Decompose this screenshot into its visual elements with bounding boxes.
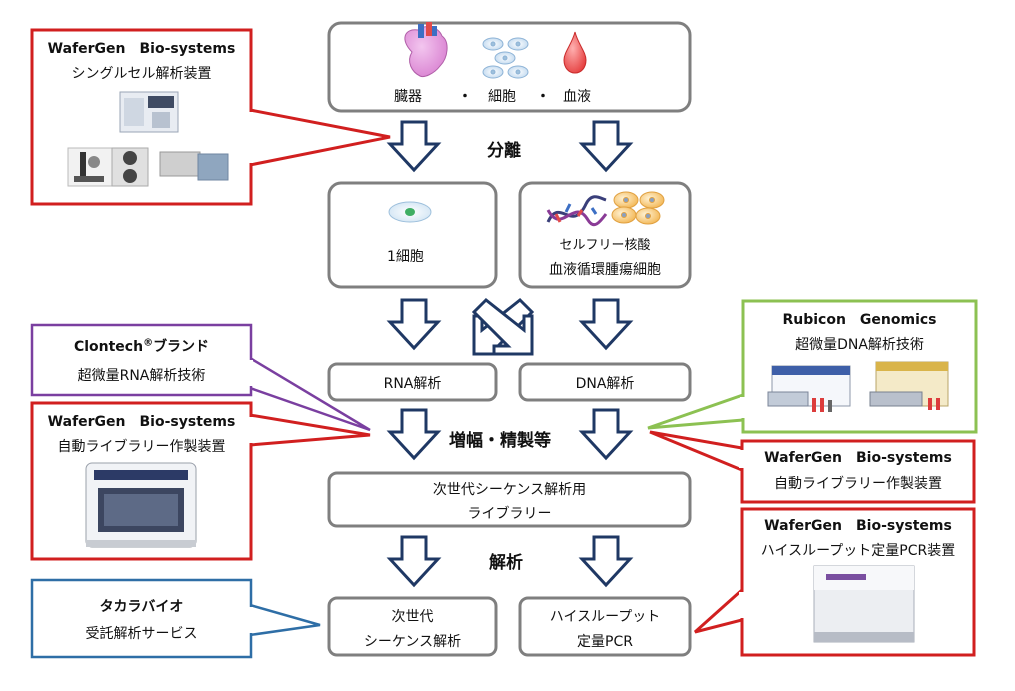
amplification-label: 増幅・精製等	[449, 431, 551, 451]
wafergen-library-right-tail	[649, 430, 744, 473]
wafergen-qpcr-tail	[694, 586, 744, 634]
takara-product: 受託解析サービス	[85, 626, 198, 642]
heart-organ-icon	[404, 22, 448, 77]
down-arrow-icon	[386, 535, 442, 588]
clontech-name: Clontech	[73, 339, 144, 355]
clontech-product: 超微量RNA解析技術	[77, 368, 206, 384]
source-organ-label: 臓器	[394, 89, 422, 105]
wafergen-single-company: WaferGen Bio-systems	[47, 41, 236, 57]
takara-tail	[248, 603, 321, 637]
blood-drop-icon	[563, 31, 587, 74]
ngs-line-1: 次世代	[391, 609, 434, 625]
single-cell-icon	[388, 201, 432, 223]
wafergen-library-right-callout	[740, 439, 976, 504]
down-arrow-icon	[578, 535, 634, 588]
rubicon-company: Rubicon Genomics	[782, 312, 937, 328]
qpcr-line-2: 定量PCR	[577, 634, 633, 650]
dna-analysis-label: DNA解析	[575, 376, 635, 392]
rna-analysis-label: RNA解析	[383, 376, 442, 392]
ctc-label: 血液循環腫瘍細胞	[549, 262, 661, 278]
qpcr-box	[518, 596, 692, 657]
library-box	[327, 471, 692, 528]
registered-mark: ®	[143, 337, 154, 349]
cellfree-label: セルフリー核酸	[559, 238, 651, 253]
rna-box	[327, 362, 498, 402]
library-line-1: 次世代シーケンス解析用	[432, 482, 587, 498]
qpcr-instrument-image	[813, 565, 915, 643]
down-arrow-icon	[578, 408, 634, 461]
analysis-label: 解析	[489, 553, 523, 573]
takara-company: タカラバイオ	[99, 599, 184, 615]
single-cell-instrument-image	[119, 91, 179, 133]
wafergen-library-left-company: WaferGen Bio-systems	[47, 414, 236, 430]
down-arrow-icon	[386, 120, 442, 173]
down-arrow-icon	[386, 408, 442, 461]
cell-cluster-icon	[611, 191, 665, 225]
library-prep-instrument-image	[85, 462, 197, 548]
wafergen-library-right-product: 自動ライブラリー作製装置	[774, 476, 942, 492]
wafergen-qpcr-company: WaferGen Bio-systems	[764, 518, 952, 534]
source-blood-label: 血液	[563, 89, 591, 105]
takara-callout	[30, 578, 253, 659]
source-dot-2: ・	[536, 89, 550, 105]
down-arrow-icon	[578, 120, 634, 173]
dna-box	[518, 362, 692, 402]
down-arrow-icon	[386, 298, 442, 351]
ngs-line-2: シーケンス解析	[363, 634, 462, 650]
wafergen-single-tail	[248, 108, 391, 167]
down-arrow-icon	[578, 298, 634, 351]
rubicon-product: 超微量DNA解析技術	[795, 337, 924, 353]
cells-icon	[482, 37, 529, 79]
qpcr-line-1: ハイスループット	[549, 609, 661, 625]
chip-image	[159, 151, 229, 181]
single-cell-box	[327, 181, 498, 289]
ngs-box	[327, 596, 498, 657]
microscope-image	[67, 147, 113, 187]
dna-helix-icon	[546, 195, 608, 227]
source-cell-label: 細胞	[488, 89, 516, 105]
source-dot-1: ・	[458, 89, 472, 105]
wafergen-library-right-company: WaferGen Bio-systems	[764, 450, 952, 466]
imaging-unit-image	[111, 147, 149, 187]
wafergen-qpcr-product: ハイスループット定量PCR装置	[760, 543, 956, 559]
clontech-brand: ブランド	[153, 339, 210, 355]
wafergen-single-product: シングルセル解析装置	[71, 66, 212, 82]
clontech-company: Clontech®ブランド	[32, 336, 251, 356]
cross-arrow-icon	[471, 297, 535, 356]
wafergen-library-left-product: 自動ライブラリー作製装置	[57, 439, 226, 455]
separation-label: 分離	[487, 141, 521, 161]
library-line-2: ライブラリー	[467, 506, 552, 522]
single-cell-label: 1細胞	[387, 249, 424, 265]
rubicon-kit-image	[767, 361, 949, 412]
